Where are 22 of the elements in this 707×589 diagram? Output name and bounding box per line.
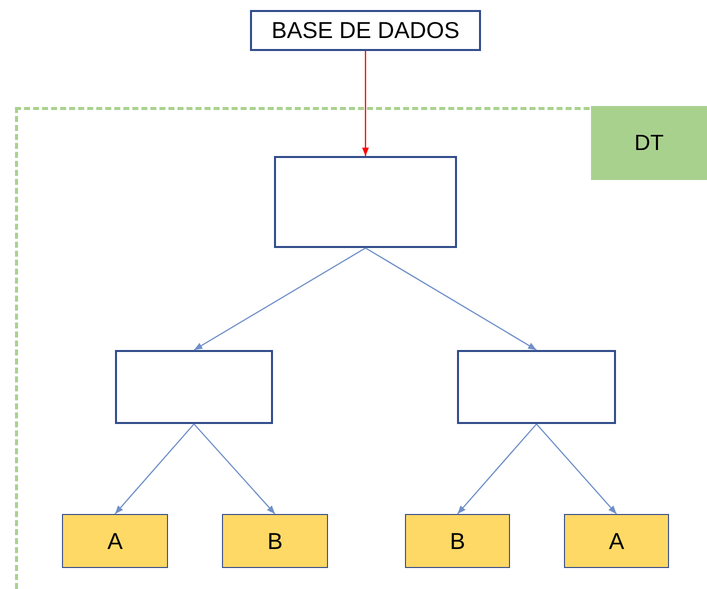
region-title: DT xyxy=(591,106,707,180)
class-label: B xyxy=(267,528,283,554)
arrow xyxy=(365,247,537,351)
tree-node-box xyxy=(457,350,616,424)
arrow xyxy=(194,424,276,514)
dashed-region xyxy=(15,107,707,589)
box-label: BASE DE DADOS xyxy=(272,17,460,44)
arrow xyxy=(194,247,366,351)
class-box xyxy=(222,514,328,568)
arrow xyxy=(536,424,617,514)
tree-node-box xyxy=(274,156,457,248)
class-label: A xyxy=(608,528,624,554)
class-label: A xyxy=(107,528,123,554)
arrow xyxy=(457,424,537,514)
arrow xyxy=(362,51,369,156)
database-box xyxy=(250,10,481,51)
class-box xyxy=(564,514,669,568)
class-box xyxy=(62,514,168,568)
class-box xyxy=(405,514,510,568)
class-label: B xyxy=(450,528,466,554)
arrow xyxy=(114,424,194,514)
tree-node-box xyxy=(115,350,273,424)
